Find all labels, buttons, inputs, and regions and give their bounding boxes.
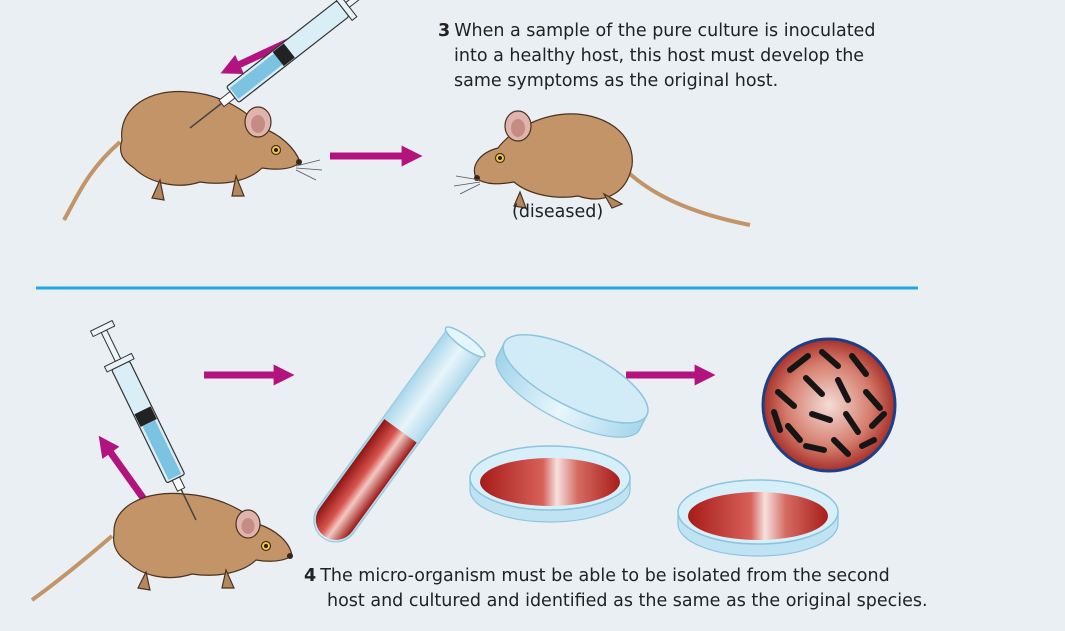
- magnified-bacteria: [761, 337, 897, 473]
- petri-dish-culture-2: [677, 479, 839, 557]
- test-tube: [313, 326, 486, 543]
- syringe-top: [189, 0, 379, 129]
- petri-dish-culture-1: [469, 445, 631, 523]
- mouse-diseased-host: [453, 110, 751, 227]
- step-4-number: 4: [304, 566, 317, 586]
- step-4-line-2: host and cultured and identified as the …: [327, 591, 928, 611]
- step-3-line-1: When a sample of the pure culture is ino…: [454, 21, 876, 41]
- step-3-line-3: same symptoms as the original host.: [454, 71, 779, 91]
- syringe-bottom: [89, 319, 197, 521]
- step-3-line-2: into a healthy host, this host must deve…: [454, 46, 865, 66]
- diseased-label: (diseased): [512, 202, 604, 222]
- step-3-number: 3: [438, 21, 451, 41]
- mouse-healthy-host: [62, 90, 323, 221]
- step-4-line-1: The micro-organism must be able to be is…: [320, 566, 890, 586]
- mouse-second-host: [30, 492, 293, 602]
- petri-dish-lid: [495, 334, 649, 438]
